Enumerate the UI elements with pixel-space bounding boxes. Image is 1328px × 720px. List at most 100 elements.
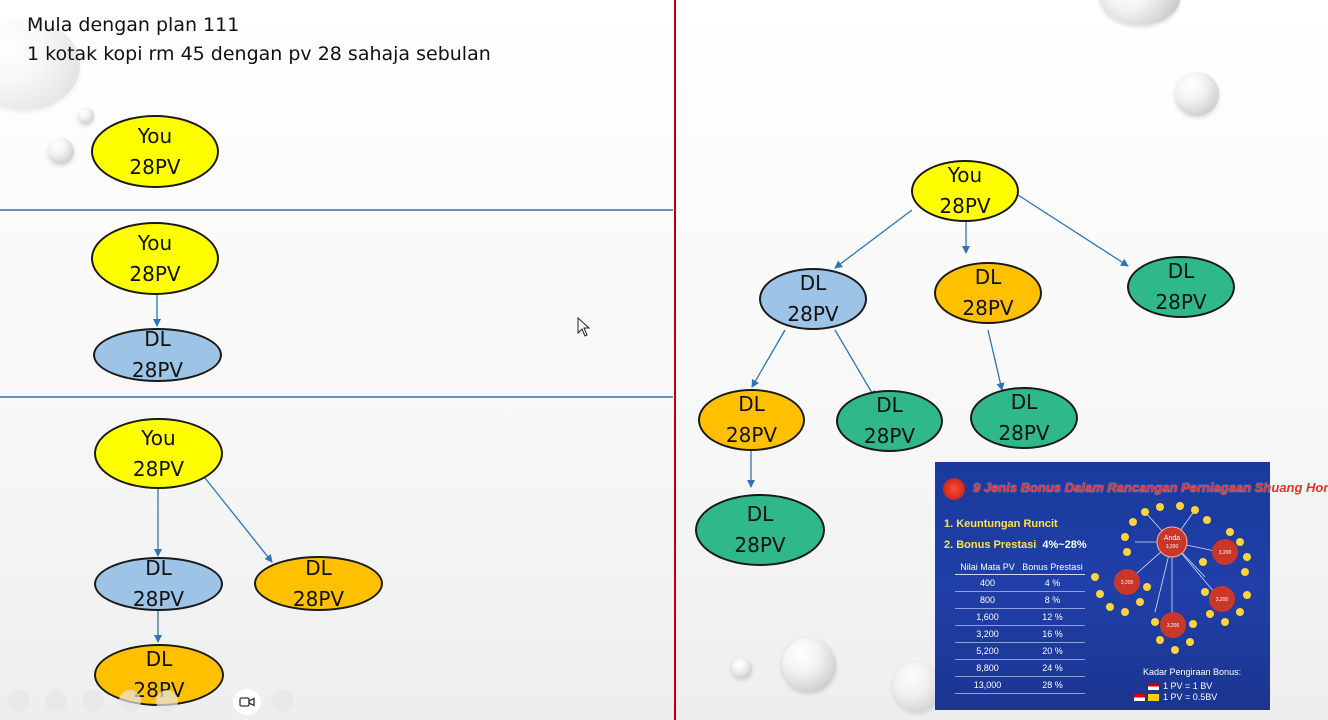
grid-view-icon[interactable]	[119, 690, 141, 712]
node-name: DL	[974, 265, 1002, 289]
node-dl: DL 28PV	[1127, 256, 1235, 318]
video-camera-icon[interactable]	[233, 689, 261, 715]
node-name: You	[947, 163, 983, 187]
node-name: DL	[746, 502, 774, 526]
arrow-connector	[834, 209, 913, 269]
node-pv: 28PV	[292, 586, 345, 611]
node-dl: DL 28PV	[695, 494, 825, 566]
table-row: 3,200 16 %	[955, 626, 1085, 643]
cell-bonus: 20 %	[1042, 646, 1063, 656]
node-you: You 28PV	[91, 222, 219, 295]
more-options-icon[interactable]	[272, 690, 294, 712]
zoom-icon[interactable]	[156, 690, 178, 712]
node-pv: 28PV	[129, 154, 181, 179]
node-name: You	[137, 123, 173, 148]
arrow-connector	[987, 329, 1005, 391]
node-name: You	[141, 425, 176, 450]
bonus-table-header: Nilai Mata PV Bonus Prestasi	[955, 562, 1085, 575]
table-row: 400 4 %	[955, 575, 1085, 592]
network-node-value: 3,200	[1121, 580, 1134, 586]
decor-bubble	[1175, 72, 1219, 116]
next-slide-icon[interactable]	[45, 690, 67, 712]
network-node-value: 3,200	[1219, 550, 1232, 556]
node-dl: DL 28PV	[94, 556, 223, 611]
arrow-connector	[751, 329, 786, 388]
presentation-toolbar	[0, 688, 300, 720]
cell-bonus: 4 %	[1044, 578, 1061, 588]
cell-bonus: 24 %	[1042, 663, 1063, 673]
cell-pv: 3,200	[976, 629, 999, 639]
bonus-item-1: 1. Keuntungan Runcit	[944, 518, 1058, 530]
mouse-cursor-icon	[577, 316, 591, 337]
singapore-flag-icon	[1134, 694, 1145, 701]
bonus-table-col-bonus: Bonus Prestasi	[1022, 562, 1083, 572]
decor-bubble	[732, 658, 752, 678]
node-name: DL	[1010, 390, 1038, 414]
node-name: DL	[145, 647, 173, 671]
table-row: 8,800 24 %	[955, 660, 1085, 677]
arrow-connector	[834, 329, 876, 399]
node-dl: DL 28PV	[93, 327, 222, 382]
cell-bonus: 28 %	[1042, 680, 1063, 690]
node-pv: 28PV	[962, 296, 1014, 320]
node-pv: 28PV	[725, 423, 778, 447]
cell-pv: 800	[979, 595, 996, 605]
node-name: DL	[876, 393, 903, 417]
cell-bonus: 16 %	[1042, 629, 1063, 639]
rate-2: 1 PV = 0.5BV	[1163, 692, 1218, 702]
cell-pv: 1,600	[976, 612, 999, 622]
bonus-item-2: 2. Bonus Prestasi 4%~28%	[944, 539, 1087, 551]
node-pv: 28PV	[787, 302, 839, 326]
pen-icon[interactable]	[82, 690, 104, 712]
heading-line-1: Mula dengan plan 111	[27, 14, 240, 36]
cell-bonus: 8 %	[1044, 595, 1061, 605]
rate-1: 1 PV = 1 BV	[1163, 681, 1213, 691]
cell-pv: 400	[979, 578, 996, 588]
decor-bubble	[78, 108, 94, 124]
node-dl: DL 28PV	[254, 556, 383, 611]
node-dl: DL 28PV	[698, 389, 805, 451]
node-name: You	[137, 230, 173, 255]
bonus-item-2-label: 2. Bonus Prestasi	[944, 539, 1037, 551]
node-name: DL	[799, 271, 827, 295]
node-you: You 28PV	[911, 160, 1019, 222]
cell-bonus: 12 %	[1042, 612, 1063, 622]
shuang-hor-logo-icon	[943, 478, 965, 500]
node-pv: 28PV	[131, 358, 184, 382]
node-name: DL	[1167, 259, 1195, 283]
table-row: 5,200 20 %	[955, 643, 1085, 660]
malaysia-flag-icon	[1148, 683, 1159, 690]
node-pv: 28PV	[734, 533, 786, 557]
node-you: You 28PV	[91, 115, 219, 188]
decor-bubble	[48, 138, 74, 164]
previous-slide-icon[interactable]	[8, 690, 30, 712]
node-dl: DL 28PV	[970, 387, 1078, 449]
bonus-table: Nilai Mata PV Bonus Prestasi 400 4 % 800 8…	[955, 562, 1085, 694]
table-row: 1,600 12 %	[955, 609, 1085, 626]
brunei-flag-icon	[1148, 694, 1159, 701]
network-node-value: 3,200	[1167, 623, 1180, 629]
node-name: DL	[145, 556, 172, 580]
bonus-item-2-pct: 4%~28%	[1042, 539, 1087, 551]
bonus-info-panel: 9 Jenis Bonus Dalam Rancangan Perniagaan…	[935, 462, 1328, 710]
bonus-panel-title: 9 Jenis Bonus Dalam Rancangan Perniagaan…	[973, 480, 1328, 495]
bonus-table-col-pv: Nilai Mata PV	[960, 562, 1015, 572]
cell-pv: 8,800	[976, 663, 999, 673]
node-dl: DL 28PV	[934, 262, 1042, 324]
network-center-value: 3,200	[1166, 544, 1179, 550]
cell-pv: 13,000	[973, 680, 1002, 690]
node-pv: 28PV	[129, 261, 181, 286]
node-name: DL	[305, 555, 332, 580]
arrow-connector	[204, 477, 273, 563]
bonus-network-illustration: Anda 3,200 3,200 3,200 3,200 3,200	[1091, 502, 1251, 654]
node-pv: 28PV	[863, 424, 916, 448]
kadar-label: Kadar Pengiraan Bonus:	[1143, 667, 1242, 677]
node-name: DL	[144, 327, 171, 351]
decor-bubble	[782, 638, 836, 692]
node-pv: 28PV	[132, 456, 185, 481]
node-pv: 28PV	[998, 421, 1050, 445]
network-node-value: 3,200	[1216, 597, 1229, 603]
heading-line-2: 1 kotak kopi rm 45 dengan pv 28 sahaja s…	[27, 43, 491, 65]
cell-pv: 5,200	[976, 646, 999, 656]
table-row: 13,000 28 %	[955, 677, 1085, 694]
